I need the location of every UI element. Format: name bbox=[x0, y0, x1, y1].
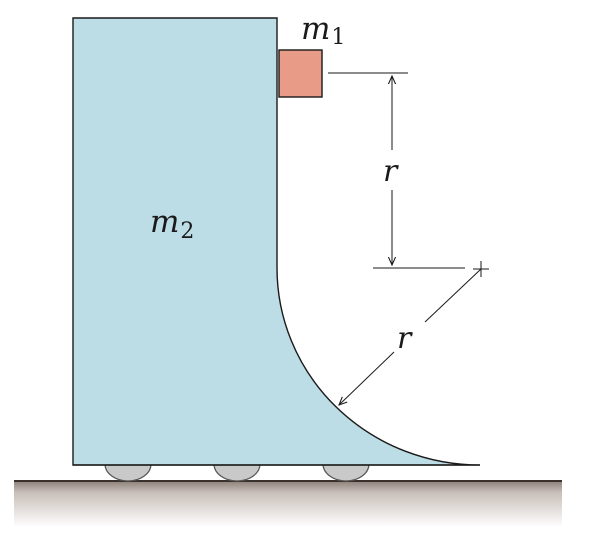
block-m1 bbox=[278, 49, 323, 98]
cart-body bbox=[72, 17, 481, 466]
ground bbox=[14, 480, 562, 527]
label-m2: m2 bbox=[150, 204, 194, 244]
label-r-vertical: r bbox=[383, 154, 399, 189]
radius-dimension-upper bbox=[424, 268, 482, 323]
ground-surface bbox=[14, 481, 562, 527]
label-r-radius: r bbox=[397, 321, 413, 356]
radius-dimension bbox=[339, 268, 482, 405]
label-m1: m1 bbox=[301, 11, 345, 50]
radius-dimension-lower bbox=[339, 351, 395, 405]
reference-lines bbox=[328, 72, 465, 269]
